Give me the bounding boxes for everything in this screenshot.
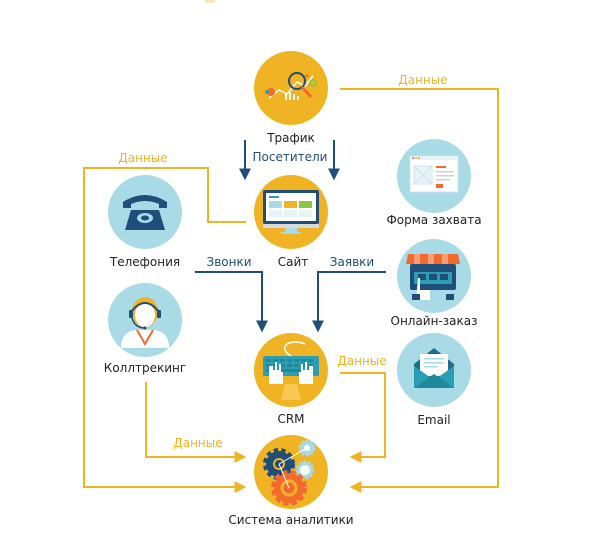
monitor-icon	[263, 190, 319, 234]
data-line-calltracking	[145, 382, 247, 463]
email-label: Email	[417, 413, 451, 427]
data-flow-label-site: Данные	[118, 151, 168, 165]
data-line-crm	[340, 372, 386, 463]
envelope-icon	[414, 348, 454, 388]
data-line-site	[83, 167, 247, 493]
capture-form-label: Форма захвата	[386, 213, 482, 227]
data-flow-label-calltracking: Данные	[173, 436, 223, 450]
traffic-analytics-icon	[265, 72, 317, 100]
telephony-label: Телефония	[109, 255, 181, 269]
data-flow-label-traffic: Данные	[398, 73, 448, 87]
calltracking-label: Коллтрекинг	[103, 361, 187, 375]
keyboard-hands-icon	[263, 341, 319, 400]
gears-icon	[263, 439, 316, 506]
analytics-node	[254, 435, 328, 509]
crm-label: CRM	[277, 412, 305, 426]
online-order-label: Онлайн-заказ	[390, 314, 478, 328]
visitors-arrows	[239, 140, 340, 181]
site-label: Сайт	[277, 255, 309, 269]
online-order-node	[397, 239, 471, 313]
webpage-form-icon	[409, 155, 459, 193]
traffic-node	[254, 51, 328, 125]
calls-flow-label: Звонки	[206, 255, 252, 269]
calltracking-node	[108, 283, 182, 357]
requests-flow-label: Заявки	[329, 255, 375, 269]
traffic-label: Трафик	[267, 131, 315, 145]
shop-tablet-icon	[406, 254, 460, 300]
operator-headset-icon	[121, 297, 169, 348]
email-node	[397, 333, 471, 407]
telephony-node	[108, 175, 182, 249]
visitors-flow-label: Посетители	[252, 150, 328, 164]
crm-node	[254, 333, 328, 407]
top-decoration	[205, 0, 215, 3]
data-flow-label-crm: Данные	[337, 354, 387, 368]
requests-arrow	[312, 271, 386, 333]
calls-arrow	[195, 271, 268, 333]
data-line-traffic	[340, 88, 499, 493]
analytics-label: Система аналитики	[228, 513, 354, 527]
capture-form-node	[397, 139, 471, 213]
site-node	[254, 175, 328, 249]
telephone-icon	[123, 195, 167, 230]
